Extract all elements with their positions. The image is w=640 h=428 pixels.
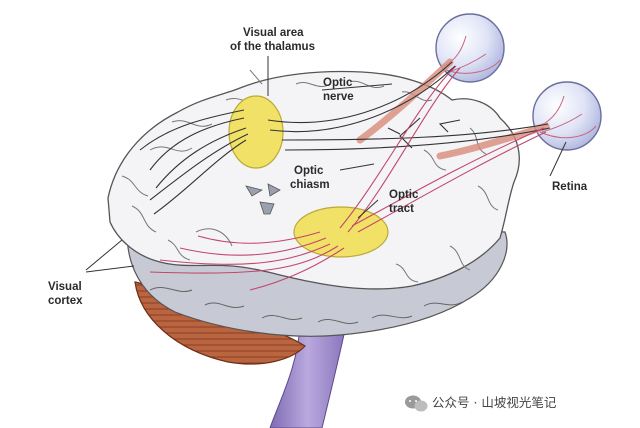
label-optic-nerve-line1: Optic — [323, 77, 353, 89]
midbrain-shapes — [245, 183, 281, 215]
brain-outline — [107, 70, 520, 290]
label-optic-nerve-line2: nerve — [323, 91, 354, 103]
label-thalamus-line2: of the thalamus — [230, 41, 315, 53]
pink-fibers — [149, 65, 547, 291]
lgn-left-area — [228, 95, 284, 169]
label-thalamus-line1: Visual area — [243, 27, 304, 39]
right-optic-nerve — [436, 122, 550, 160]
wechat-icon — [405, 395, 428, 412]
label-retina: Retina — [552, 181, 588, 193]
leader-lines — [85, 56, 567, 273]
label-optic-tract-line2: tract — [389, 203, 414, 215]
brain-underside-gyri — [149, 286, 463, 324]
brainstem — [269, 324, 346, 428]
dark-fibers — [139, 61, 551, 215]
label-visual-cortex-line1: Visual — [48, 281, 82, 293]
label-optic-chiasm-line2: chiasm — [290, 179, 330, 191]
label-visual-cortex-line2: cortex — [48, 295, 83, 307]
watermark: 公众号 · 山坡视光笔记 — [405, 395, 557, 412]
left-optic-nerve — [356, 58, 454, 144]
watermark-text: 公众号 · 山坡视光笔记 — [432, 395, 557, 410]
left-eyeball — [435, 13, 505, 83]
label-optic-chiasm-line1: Optic — [294, 165, 324, 177]
label-optic-tract-line1: Optic — [389, 189, 419, 201]
right-eyeball — [532, 81, 602, 151]
